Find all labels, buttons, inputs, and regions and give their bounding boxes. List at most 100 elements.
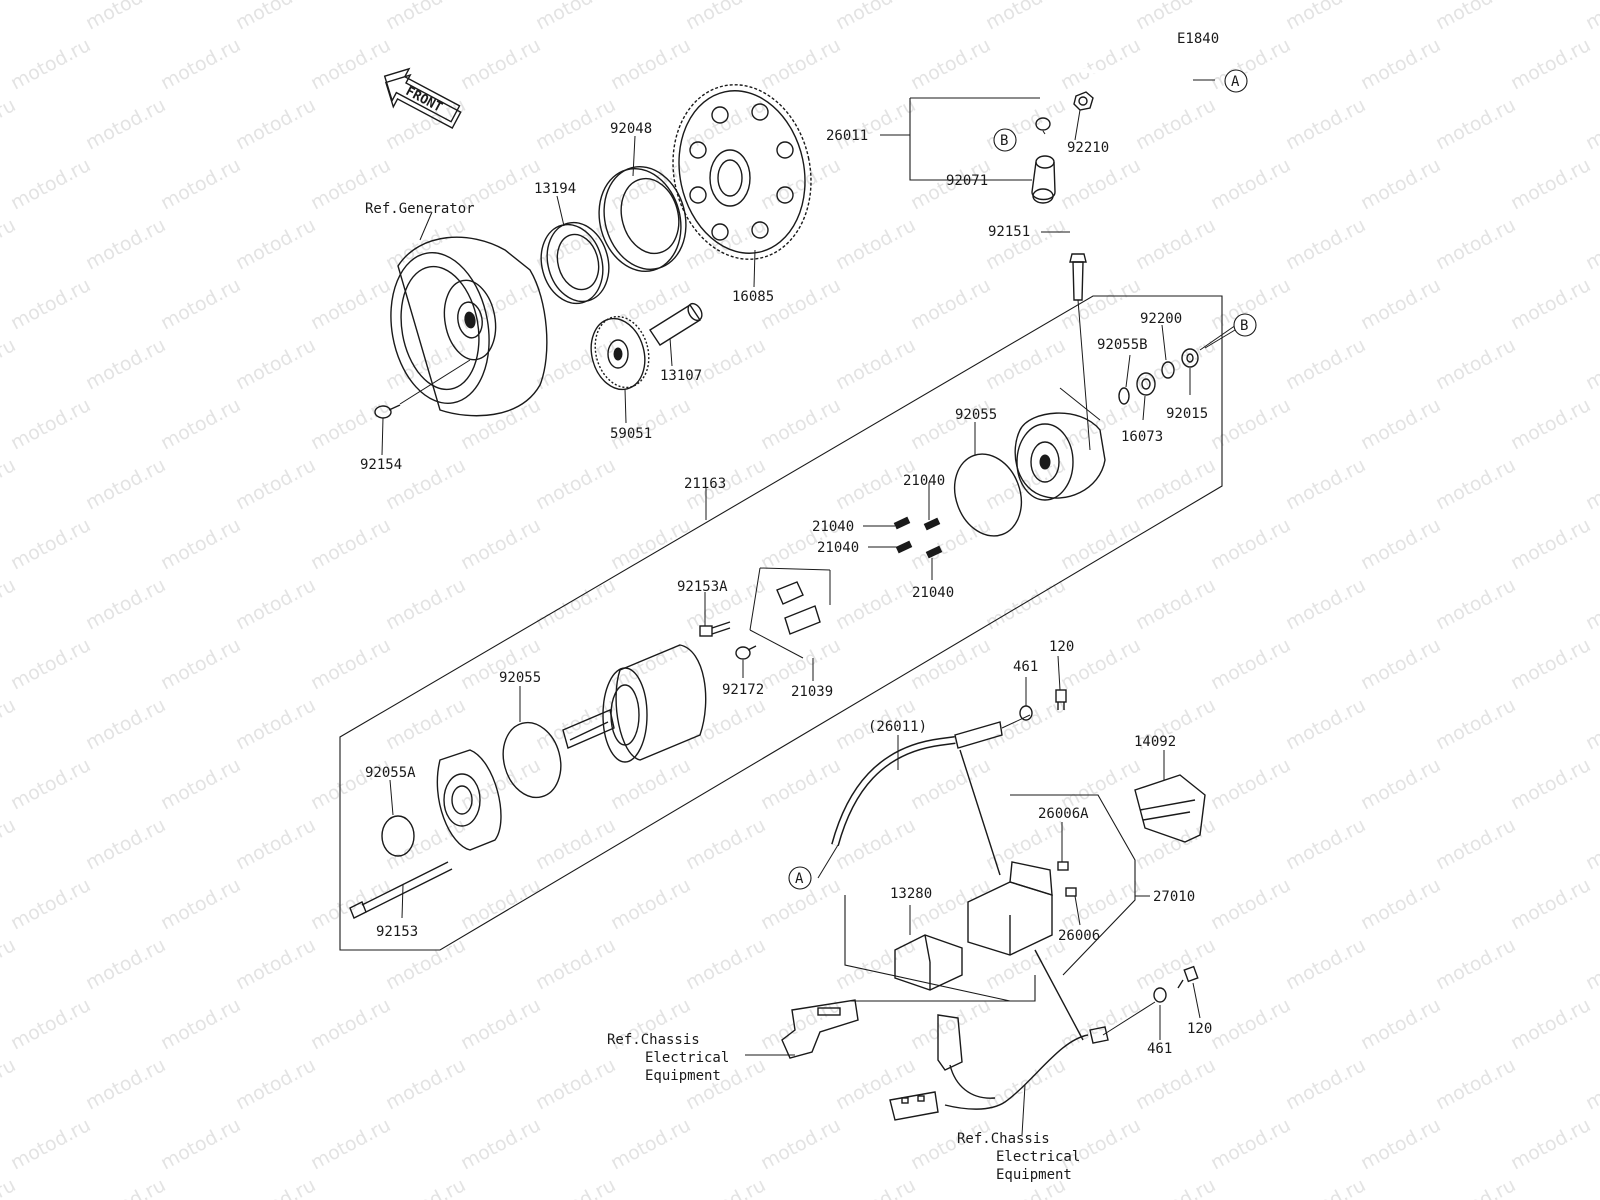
label-21040-d: 21040 — [912, 585, 954, 601]
watermark-text: motod.ru — [1507, 874, 1594, 934]
watermark-text: motod.ru — [1507, 274, 1594, 334]
watermark-text: motod.ru — [82, 1174, 169, 1200]
watermark-text: motod.ru — [1207, 874, 1294, 934]
watermark-text: motod.ru — [1582, 1054, 1600, 1114]
watermark-text: motod.ru — [382, 814, 469, 874]
watermark-text: motod.ru — [0, 214, 19, 274]
watermark-text: motod.ru — [907, 634, 994, 694]
watermark-text: motod.ru — [82, 694, 169, 754]
watermark-text: motod.ru — [757, 754, 844, 814]
watermark-text: motod.ru — [1207, 394, 1294, 454]
watermark-text: motod.ru — [157, 154, 244, 214]
bolt-92151-icon — [1069, 253, 1091, 451]
watermark-text: motod.ru — [7, 874, 94, 934]
watermark-text: motod.ru — [1207, 154, 1294, 214]
watermark-text: motod.ru — [1132, 574, 1219, 634]
watermark-text: motod.ru — [82, 574, 169, 634]
watermark-text: motod.ru — [532, 94, 619, 154]
watermark-text: motod.ru — [1057, 34, 1144, 94]
watermark-text: motod.ru — [0, 334, 19, 394]
screw-92172-icon — [735, 645, 757, 660]
label-14092: 14092 — [1134, 734, 1176, 750]
watermark-text: motod.ru — [1057, 994, 1144, 1054]
watermark-text: motod.ru — [382, 694, 469, 754]
label-92172: 92172 — [722, 682, 764, 698]
watermark-text: motod.ru — [532, 814, 619, 874]
svg-text:B: B — [1240, 318, 1248, 334]
label-92210: 92210 — [1067, 140, 1109, 156]
watermark-text: motod.ru — [1207, 994, 1294, 1054]
watermark-text: motod.ru — [1132, 814, 1219, 874]
label-92048: 92048 — [610, 121, 652, 137]
nut-16073-icon — [1136, 372, 1156, 396]
watermark-text: motod.ru — [157, 394, 244, 454]
watermark-text: motod.ru — [1357, 394, 1444, 454]
watermark-text: motod.ru — [82, 1054, 169, 1114]
label-ref-generator: Ref.Generator — [365, 201, 475, 217]
shaft-13107-icon — [649, 302, 703, 346]
watermark-text: motod.ru — [682, 94, 769, 154]
label-92055B: 92055B — [1097, 337, 1148, 353]
watermark-text: motod.ru — [7, 1114, 94, 1174]
label-16085: 16085 — [732, 289, 774, 305]
brush-springs-21040-icon — [893, 516, 943, 559]
watermark-text: motod.ru — [232, 1174, 319, 1200]
label-26011: 26011 — [826, 128, 868, 144]
mounting-bracket-icon — [781, 999, 859, 1059]
watermark-text: motod.ru — [157, 874, 244, 934]
watermark-text: motod.ru — [1057, 274, 1144, 334]
diagram-code: E1840 — [1177, 31, 1219, 47]
bolt-120-bottom-icon — [1177, 965, 1199, 989]
watermark-text: motod.ru — [82, 814, 169, 874]
watermark-text: motod.ru — [1282, 94, 1369, 154]
watermark-text: motod.ru — [1582, 454, 1600, 514]
watermark-text: motod.ru — [0, 934, 19, 994]
label-ref-chassis-2-line-1: Ref.Chassis — [957, 1131, 1050, 1147]
label-92055-top: 92055 — [955, 407, 997, 423]
watermark-text: motod.ru — [1582, 334, 1600, 394]
watermark-text: motod.ru — [1432, 214, 1519, 274]
watermark-text: motod.ru — [832, 94, 919, 154]
watermark-text: motod.ru — [1432, 694, 1519, 754]
watermark-text: motod.ru — [907, 34, 994, 94]
watermark-text: motod.ru — [832, 1054, 919, 1114]
svg-text:A: A — [1231, 74, 1240, 90]
watermark-text: motod.ru — [1282, 574, 1369, 634]
brush-holder-21039-icon — [749, 567, 831, 659]
watermark-text: motod.ru — [1207, 754, 1294, 814]
watermark-text: motod.ru — [82, 934, 169, 994]
watermark-text: motod.ru — [157, 274, 244, 334]
watermark-text: motod.ru — [1432, 574, 1519, 634]
watermark-text: motod.ru — [232, 814, 319, 874]
watermark-text: motod.ru — [1432, 334, 1519, 394]
watermark-text: motod.ru — [307, 34, 394, 94]
watermark-text: motod.ru — [907, 514, 994, 574]
front-label: FRONT — [403, 84, 445, 116]
watermark-text: motod.ru — [607, 394, 694, 454]
watermark-text: motod.ru — [1132, 934, 1219, 994]
watermark-text: motod.ru — [832, 574, 919, 634]
watermark-text: motod.ru — [457, 874, 544, 934]
watermark-text: motod.ru — [982, 574, 1069, 634]
watermark-text: motod.ru — [1282, 934, 1369, 994]
watermark-text: motod.ru — [532, 454, 619, 514]
washer-92200-icon — [1161, 361, 1175, 379]
generator-rotor-icon — [390, 236, 548, 417]
svg-text:A: A — [795, 871, 804, 887]
watermark-text: motod.ru — [757, 1114, 844, 1174]
washer-461-bottom-icon — [1153, 987, 1167, 1003]
watermark-text: motod.ru — [157, 634, 244, 694]
starter-front-cover-icon — [436, 749, 502, 851]
watermark-text: motod.ru — [757, 154, 844, 214]
watermark-text: motod.ru — [7, 994, 94, 1054]
watermark-text: motod.ru — [7, 514, 94, 574]
watermark-text: motod.ru — [1582, 94, 1600, 154]
label-120-top: 120 — [1049, 639, 1074, 655]
relay-assembly-frame-3 — [1010, 794, 1136, 976]
watermark-text: motod.ru — [1057, 514, 1144, 574]
watermark-text: motod.ru — [832, 0, 919, 34]
callout-a-top: A — [1224, 69, 1248, 93]
watermark-text: motod.ru — [1207, 634, 1294, 694]
